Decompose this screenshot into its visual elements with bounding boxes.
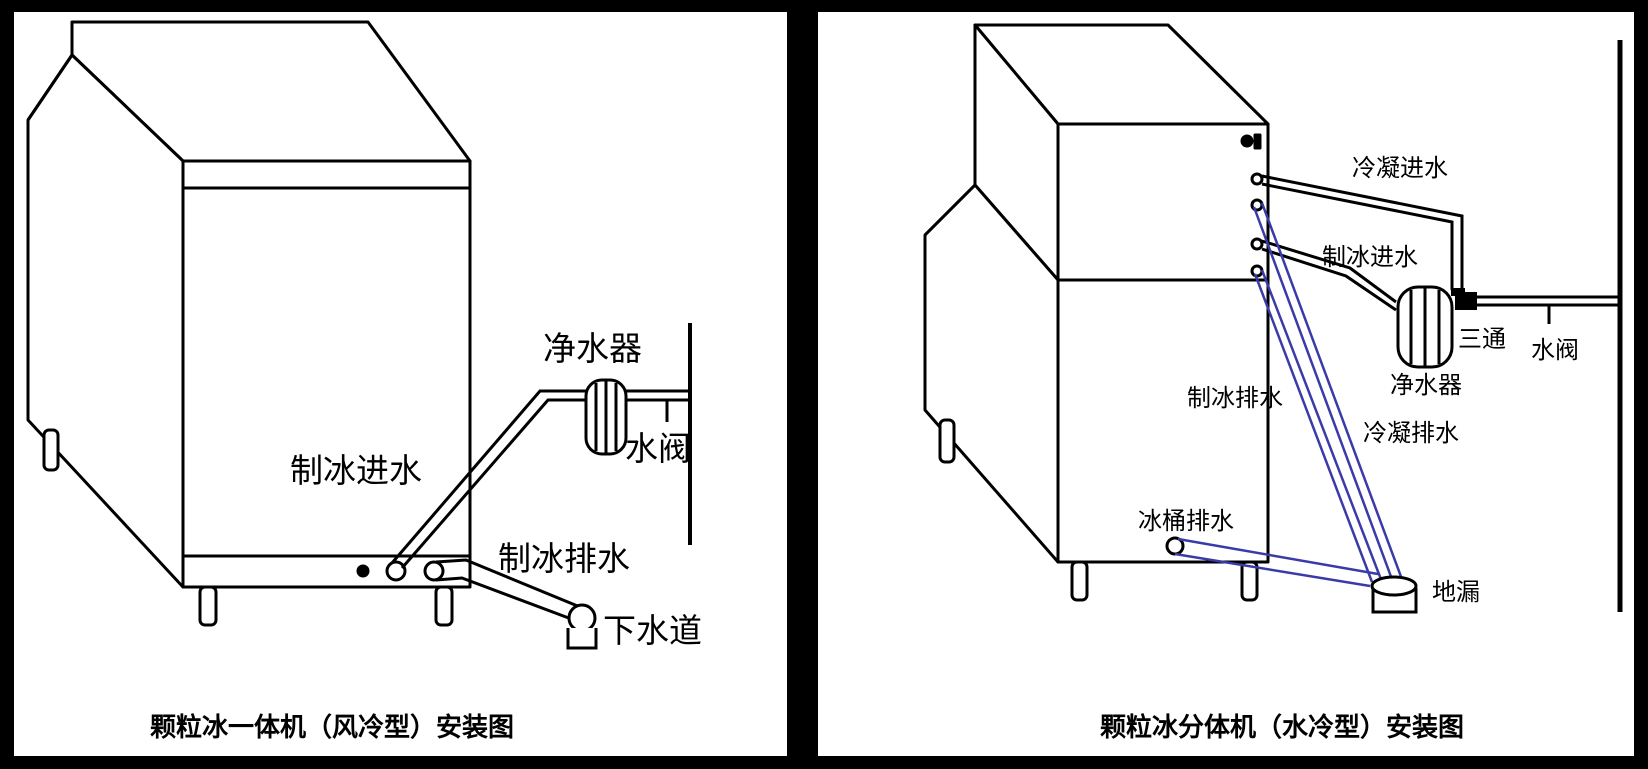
ice-drain-port — [1250, 264, 1264, 278]
machine-leg — [198, 585, 218, 627]
label-water-purifier: 净水器 — [1390, 371, 1462, 399]
power-port-icon — [1240, 134, 1254, 148]
left-caption: 颗粒冰一体机（风冷型）安装图 — [150, 712, 514, 743]
drain-pipes — [1174, 202, 1405, 588]
ice-drain-pipe-outer — [1260, 269, 1384, 583]
bin-drain-pipe-outer — [1174, 552, 1371, 588]
right-water-purifier — [1396, 285, 1454, 369]
left-drain-pipe — [435, 558, 581, 622]
machine-leg — [1240, 560, 1259, 602]
label-sewer: 下水道 — [603, 611, 702, 650]
label-water-valve: 水阀 — [625, 429, 691, 468]
machine-leg — [1070, 560, 1089, 602]
label-water-valve: 水阀 — [1531, 336, 1579, 364]
tee-fitting-stem — [1451, 288, 1465, 296]
condensing-drain-pipe — [1252, 206, 1395, 583]
ice-inlet-port — [1250, 237, 1264, 251]
tee-fitting — [1455, 292, 1477, 310]
bin-drain-pipe — [1177, 537, 1379, 576]
integrated-ice-machine — [26, 20, 472, 627]
ice-inlet-port — [385, 560, 407, 582]
machine-leg — [42, 428, 60, 472]
left-water-purifier — [584, 378, 628, 456]
label-water-purifier: 净水器 — [543, 329, 642, 368]
ice-drain-pipe — [1253, 273, 1374, 583]
power-port-icon — [356, 564, 370, 578]
label-condensing-drain: 冷凝排水 — [1363, 419, 1459, 447]
label-floor-drain: 地漏 — [1432, 578, 1480, 606]
condensing-inlet-pipe — [1261, 174, 1464, 290]
label-ice-water-drain: 制冰排水 — [498, 539, 630, 578]
power-switch-icon — [1253, 133, 1262, 150]
label-ice-water-inlet: 制冰进水 — [1322, 243, 1418, 271]
label-ice-water-drain: 制冰排水 — [1187, 384, 1283, 412]
label-bin-drain: 冰桶排水 — [1138, 507, 1234, 535]
ice-bin-front-face — [1056, 278, 1270, 564]
label-ice-water-inlet: 制冰进水 — [290, 451, 422, 490]
left-panel: 净水器 水阀 制冰进水 制冰排水 下水道 颗粒冰一体机（风冷型）安装图 — [14, 12, 787, 756]
floor-drain-icon — [1370, 575, 1418, 614]
left-inlet-pipe — [390, 389, 690, 569]
sewer-fitting-icon — [566, 603, 598, 650]
label-condensing-water-inlet: 冷凝进水 — [1352, 154, 1448, 182]
machine-leg — [434, 585, 454, 627]
head-unit-front-face — [1056, 122, 1270, 282]
machine-leg — [938, 418, 956, 464]
condensing-drain-pipe-outer — [1260, 202, 1405, 583]
label-tee: 三通 — [1458, 325, 1506, 353]
condensing-inlet-port — [1250, 172, 1264, 186]
ice-inlet-pipe — [1261, 239, 1397, 312]
ice-drain-port — [423, 560, 445, 582]
right-caption: 颗粒冰分体机（水冷型）安装图 — [1100, 712, 1464, 743]
split-ice-machine — [923, 23, 1270, 602]
right-panel: 冷凝进水 制冰进水 三通 水阀 净水器 制冰排水 冷凝排水 冰桶排水 地漏 颗粒… — [818, 12, 1634, 756]
machine-front-face — [181, 159, 472, 589]
